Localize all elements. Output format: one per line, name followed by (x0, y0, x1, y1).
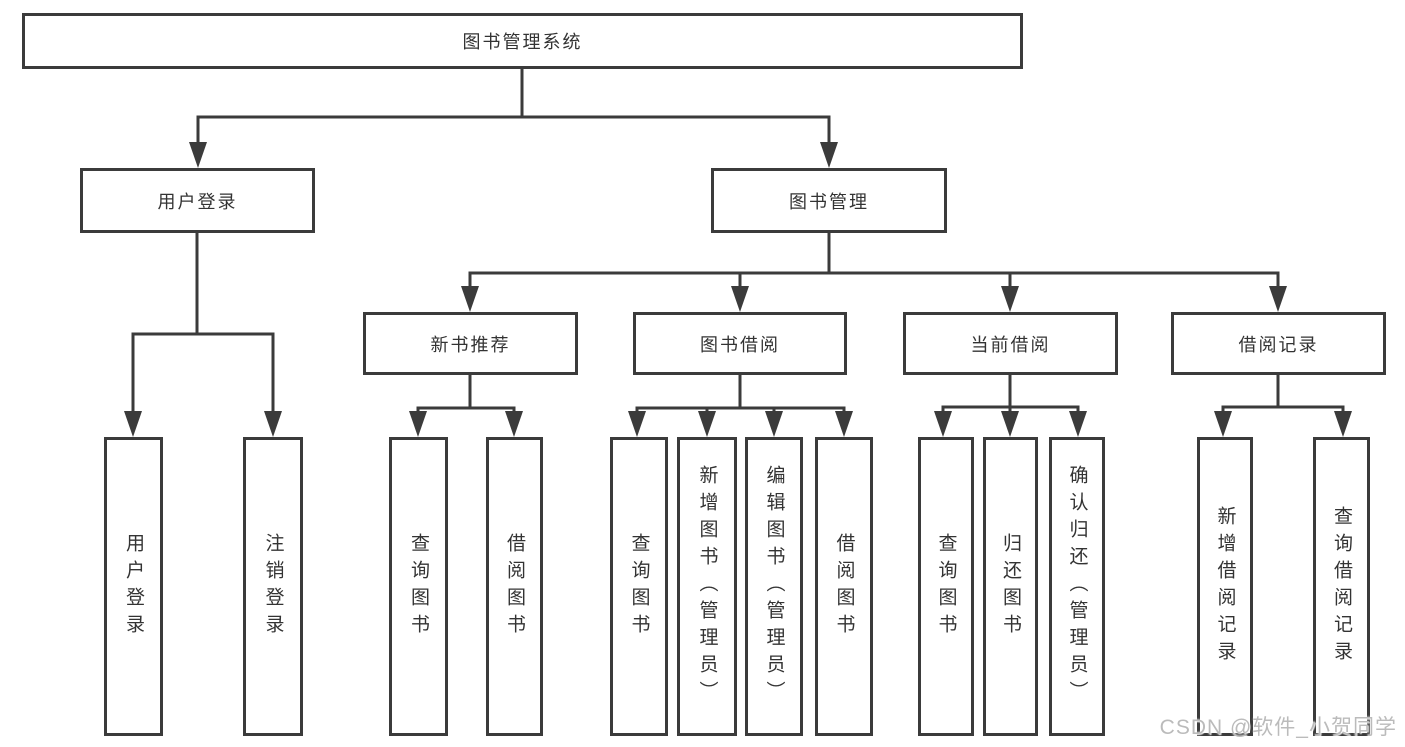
node-label-logout: 注销登录 (262, 532, 284, 641)
arrowhead-down-icon (1269, 286, 1287, 312)
node-login: 用户登录 (104, 437, 163, 736)
node-label-borrowing-records: 借阅记录 (1238, 334, 1319, 355)
arrowhead-down-icon (1069, 411, 1087, 437)
arrowhead-down-icon (934, 411, 952, 437)
node-return-books: 归还图书 (983, 437, 1038, 736)
node-new-book-recommend: 新书推荐 (363, 312, 578, 375)
node-query-books-3: 查询图书 (918, 437, 974, 736)
node-label-login: 用户登录 (123, 532, 144, 641)
arrowhead-down-icon (820, 142, 838, 168)
arrowhead-down-icon (1214, 411, 1232, 437)
node-label-book-borrowing: 图书借阅 (700, 334, 780, 355)
arrowhead-down-icon (124, 411, 142, 437)
node-add-borrow-record: 新增借阅记录 (1197, 437, 1253, 736)
node-label-add-books-admin: 新增图书（管理员） (696, 465, 718, 708)
node-label-current-borrowing: 当前借阅 (970, 334, 1051, 355)
node-borrowing-records: 借阅记录 (1171, 312, 1386, 375)
arrowhead-down-icon (461, 286, 479, 312)
arrowhead-down-icon (698, 411, 716, 437)
node-label-query-borrow-record: 查询借阅记录 (1331, 505, 1352, 668)
node-label-borrow-books-1: 借阅图书 (504, 532, 525, 641)
arrowhead-down-icon (731, 286, 749, 312)
node-label-confirm-return-admin: 确认归还（管理员） (1066, 465, 1088, 708)
arrowhead-down-icon (628, 411, 646, 437)
node-label-return-books: 归还图书 (1000, 532, 1021, 641)
node-label-new-book-recommend: 新书推荐 (430, 334, 511, 355)
arrowhead-down-icon (835, 411, 853, 437)
node-label-query-books-2: 查询图书 (628, 532, 650, 641)
arrowhead-down-icon (264, 411, 282, 437)
node-label-root: 图书管理系统 (462, 32, 583, 52)
arrowhead-down-icon (765, 411, 783, 437)
node-query-books-1: 查询图书 (389, 437, 448, 736)
arrowhead-down-icon (1001, 411, 1019, 437)
arrowhead-down-icon (505, 411, 523, 437)
node-add-books-admin: 新增图书（管理员） (677, 437, 737, 736)
node-confirm-return-admin: 确认归还（管理员） (1049, 437, 1105, 736)
node-label-edit-books-admin: 编辑图书（管理员） (763, 465, 785, 708)
node-current-borrowing: 当前借阅 (903, 312, 1118, 375)
node-logout: 注销登录 (243, 437, 303, 736)
node-label-borrow-books-2: 借阅图书 (833, 532, 855, 641)
node-query-borrow-record: 查询借阅记录 (1313, 437, 1370, 736)
node-book-borrowing: 图书借阅 (633, 312, 847, 375)
node-book-management: 图书管理 (711, 168, 947, 233)
arrowhead-down-icon (1334, 411, 1352, 437)
node-label-add-borrow-record: 新增借阅记录 (1214, 505, 1236, 668)
node-user-login: 用户登录 (80, 168, 315, 233)
node-edit-books-admin: 编辑图书（管理员） (745, 437, 803, 736)
node-query-books-2: 查询图书 (610, 437, 668, 736)
arrowhead-down-icon (189, 142, 207, 168)
node-borrow-books-2: 借阅图书 (815, 437, 873, 736)
node-label-query-books-1: 查询图书 (408, 532, 429, 641)
arrowhead-down-icon (1001, 286, 1019, 312)
node-borrow-books-1: 借阅图书 (486, 437, 543, 736)
node-root: 图书管理系统 (22, 13, 1023, 69)
node-label-query-books-3: 查询图书 (935, 532, 957, 641)
node-label-book-management: 图书管理 (789, 191, 869, 212)
arrowhead-down-icon (409, 411, 427, 437)
node-label-user-login: 用户登录 (157, 191, 238, 212)
